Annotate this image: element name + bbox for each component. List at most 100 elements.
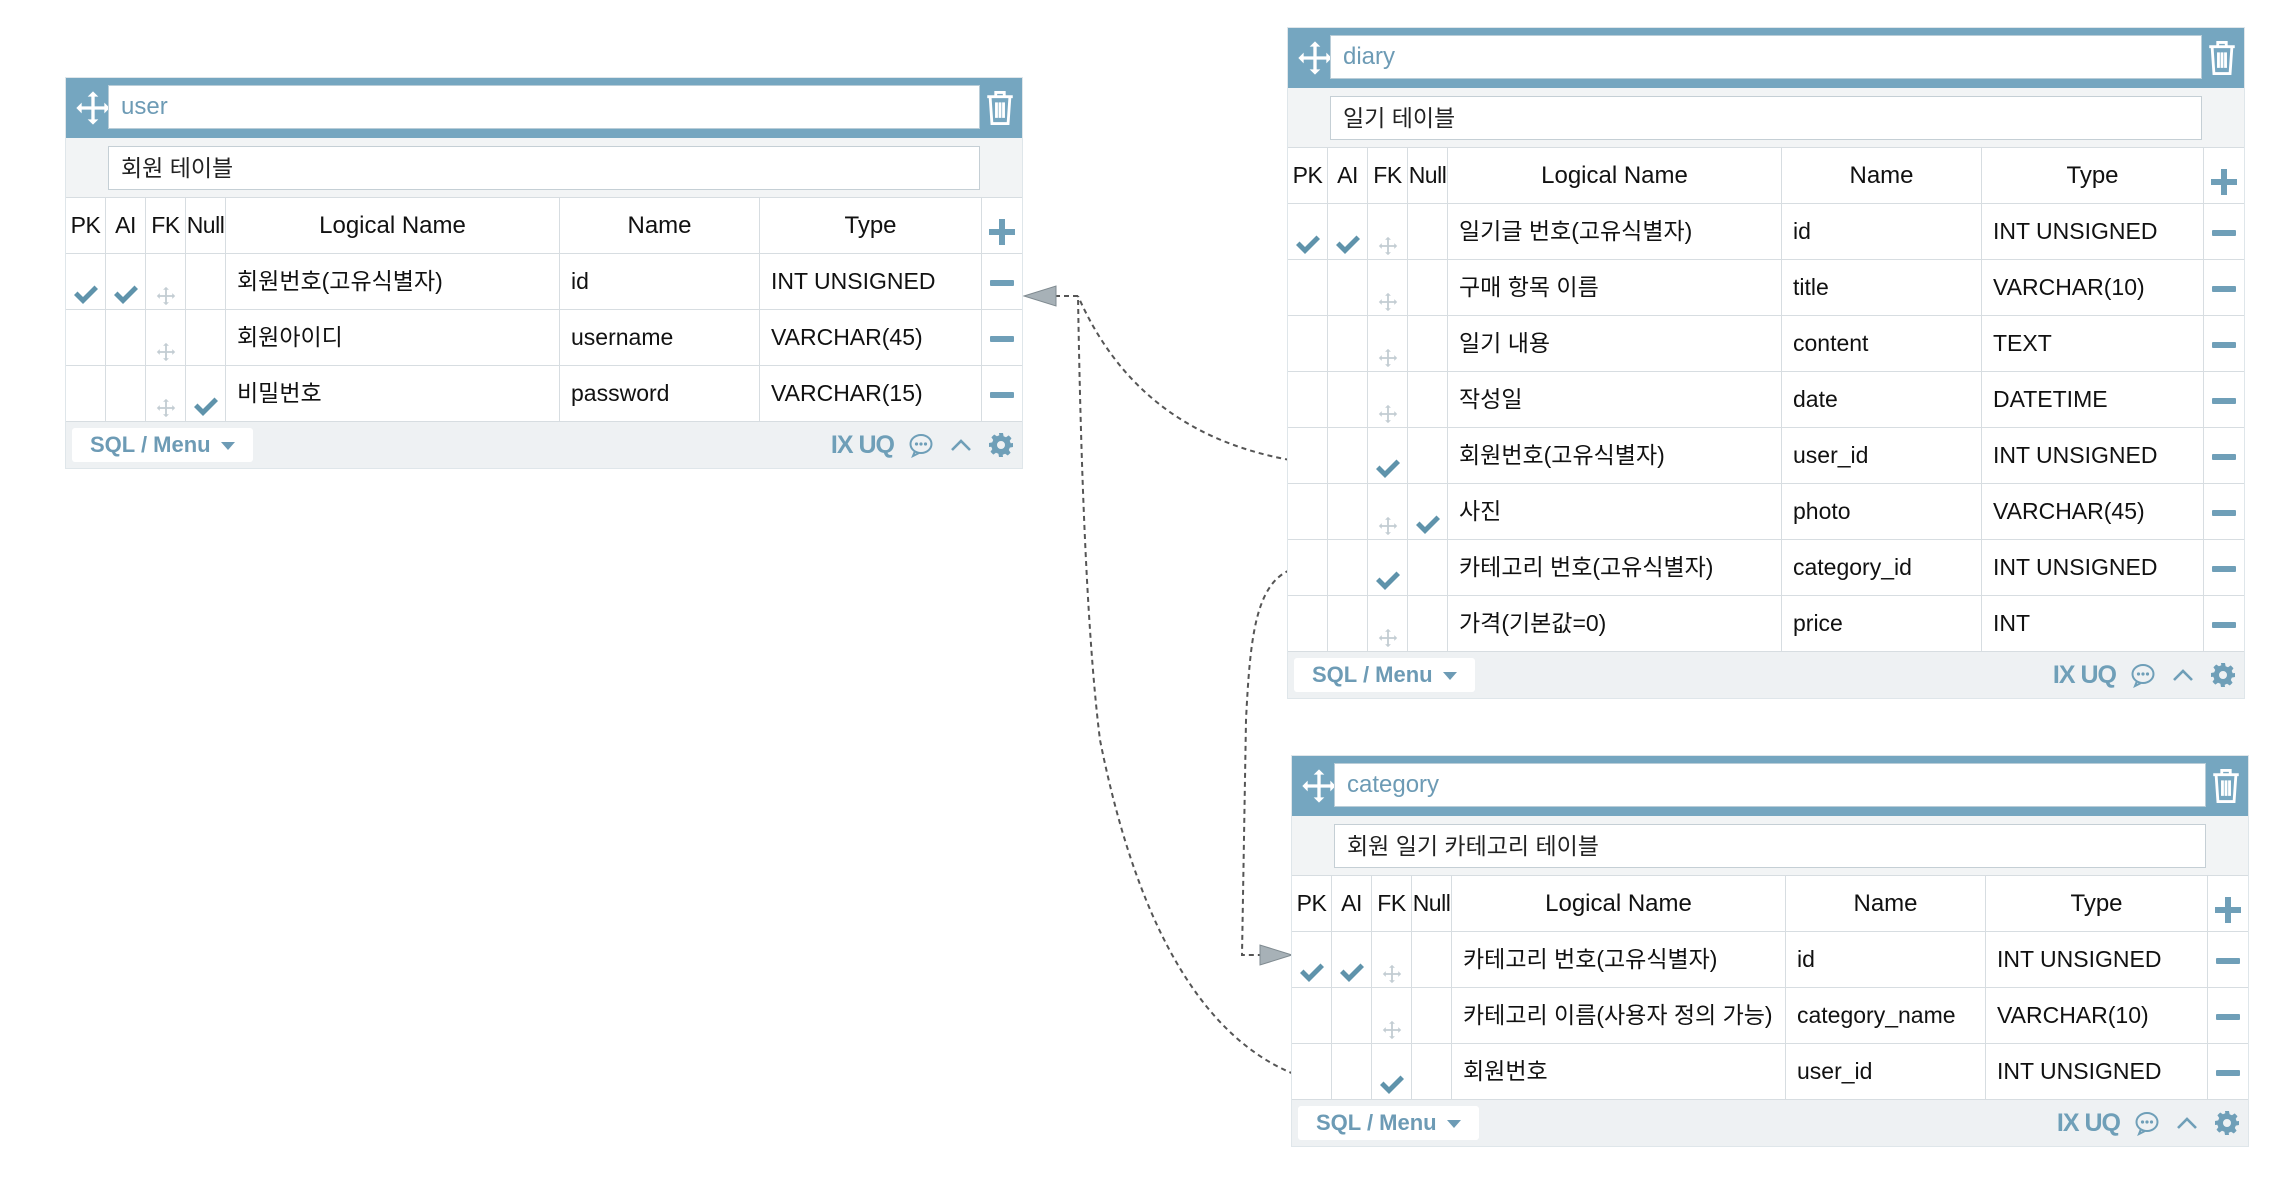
ai-cell[interactable] <box>1328 204 1368 259</box>
remove-column-icon[interactable] <box>990 279 1014 286</box>
table-name-input[interactable]: user <box>108 85 980 129</box>
logical-name-cell[interactable]: 일기 내용 <box>1448 316 1782 371</box>
null-cell[interactable] <box>1408 596 1448 651</box>
fk-cell[interactable] <box>1372 988 1412 1043</box>
type-cell[interactable]: VARCHAR(10) <box>1982 260 2204 315</box>
table-comment-input[interactable]: 회원 테이블 <box>108 146 980 190</box>
pk-cell[interactable] <box>1288 540 1328 595</box>
null-cell[interactable] <box>186 254 226 309</box>
remove-column-icon[interactable] <box>2212 509 2236 516</box>
fk-handle-icon[interactable] <box>1377 278 1399 312</box>
fk-cell[interactable] <box>146 310 186 365</box>
ai-cell[interactable] <box>1332 1044 1372 1099</box>
name-cell[interactable]: price <box>1782 596 1982 651</box>
chevron-up-icon[interactable] <box>2170 662 2196 688</box>
ai-cell[interactable] <box>1332 932 1372 987</box>
pk-cell[interactable] <box>1288 484 1328 539</box>
pk-cell[interactable] <box>1288 260 1328 315</box>
trash-icon[interactable] <box>983 88 1017 128</box>
logical-name-cell[interactable]: 회원아이디 <box>226 310 560 365</box>
table-comment-input[interactable]: 일기 테이블 <box>1330 96 2202 140</box>
move-icon[interactable] <box>1295 38 1335 78</box>
fk-handle-icon[interactable] <box>1381 950 1403 984</box>
type-cell[interactable]: INT UNSIGNED <box>760 254 982 309</box>
logical-name-cell[interactable]: 비밀번호 <box>226 366 560 421</box>
type-cell[interactable]: INT UNSIGNED <box>1982 540 2204 595</box>
gear-icon[interactable] <box>988 432 1014 458</box>
unique-button[interactable]: UQ <box>858 430 895 459</box>
chevron-up-icon[interactable] <box>2174 1110 2200 1136</box>
fk-handle-icon[interactable] <box>1377 502 1399 536</box>
null-cell[interactable] <box>1408 428 1448 483</box>
type-cell[interactable]: INT UNSIGNED <box>1986 1044 2208 1099</box>
pk-cell[interactable] <box>66 366 106 421</box>
sql-menu-button[interactable]: SQL / Menu <box>1298 1106 1479 1140</box>
logical-name-cell[interactable]: 카테고리 번호(고유식별자) <box>1448 540 1782 595</box>
name-cell[interactable]: id <box>1782 204 1982 259</box>
pk-cell[interactable] <box>1288 372 1328 427</box>
gear-icon[interactable] <box>2214 1110 2240 1136</box>
null-cell[interactable] <box>1412 988 1452 1043</box>
logical-name-cell[interactable]: 회원번호 <box>1452 1044 1786 1099</box>
name-cell[interactable]: user_id <box>1786 1044 1986 1099</box>
pk-cell[interactable] <box>66 254 106 309</box>
logical-name-cell[interactable]: 카테고리 이름(사용자 정의 가능) <box>1452 988 1786 1043</box>
fk-handle-icon[interactable] <box>1377 390 1399 424</box>
name-cell[interactable]: username <box>560 310 760 365</box>
name-cell[interactable]: title <box>1782 260 1982 315</box>
gear-icon[interactable] <box>2210 662 2236 688</box>
logical-name-cell[interactable]: 사진 <box>1448 484 1782 539</box>
remove-column-icon[interactable] <box>990 391 1014 398</box>
pk-cell[interactable] <box>1292 988 1332 1043</box>
table-comment-input[interactable]: 회원 일기 카테고리 테이블 <box>1334 824 2206 868</box>
add-column-icon[interactable] <box>2213 890 2243 923</box>
null-cell[interactable] <box>186 310 226 365</box>
fk-cell[interactable] <box>1372 932 1412 987</box>
type-cell[interactable]: VARCHAR(45) <box>760 310 982 365</box>
type-cell[interactable]: VARCHAR(10) <box>1986 988 2208 1043</box>
ai-cell[interactable] <box>106 254 146 309</box>
null-cell[interactable] <box>1412 1044 1452 1099</box>
fk-handle-icon[interactable] <box>1377 222 1399 256</box>
fk-cell[interactable] <box>1368 540 1408 595</box>
fk-handle-icon[interactable] <box>155 384 177 418</box>
ai-cell[interactable] <box>1328 372 1368 427</box>
null-cell[interactable] <box>1408 372 1448 427</box>
name-cell[interactable]: password <box>560 366 760 421</box>
fk-cell[interactable] <box>1372 1044 1412 1099</box>
fk-handle-icon[interactable] <box>155 328 177 362</box>
ai-cell[interactable] <box>106 366 146 421</box>
fk-handle-icon[interactable] <box>1377 334 1399 368</box>
fk-handle-icon[interactable] <box>155 272 177 306</box>
null-cell[interactable] <box>186 366 226 421</box>
logical-name-cell[interactable]: 가격(기본값=0) <box>1448 596 1782 651</box>
fk-cell[interactable] <box>1368 316 1408 371</box>
unique-button[interactable]: UQ <box>2080 660 2117 689</box>
pk-cell[interactable] <box>1288 204 1328 259</box>
add-column-icon[interactable] <box>987 212 1017 245</box>
ai-cell[interactable] <box>1332 988 1372 1043</box>
index-button[interactable]: IX <box>830 430 854 459</box>
logical-name-cell[interactable]: 카테고리 번호(고유식별자) <box>1452 932 1786 987</box>
name-cell[interactable]: content <box>1782 316 1982 371</box>
fk-cell[interactable] <box>1368 596 1408 651</box>
remove-column-icon[interactable] <box>2212 397 2236 404</box>
remove-column-icon[interactable] <box>2212 621 2236 628</box>
index-button[interactable]: IX <box>2056 1108 2080 1137</box>
pk-cell[interactable] <box>1288 596 1328 651</box>
null-cell[interactable] <box>1408 260 1448 315</box>
pk-cell[interactable] <box>1292 932 1332 987</box>
type-cell[interactable]: TEXT <box>1982 316 2204 371</box>
fk-cell[interactable] <box>1368 484 1408 539</box>
index-button[interactable]: IX <box>2052 660 2076 689</box>
name-cell[interactable]: id <box>560 254 760 309</box>
null-cell[interactable] <box>1412 932 1452 987</box>
table-name-input[interactable]: diary <box>1330 35 2202 79</box>
type-cell[interactable]: INT <box>1982 596 2204 651</box>
remove-column-icon[interactable] <box>990 335 1014 342</box>
ai-cell[interactable] <box>1328 428 1368 483</box>
name-cell[interactable]: date <box>1782 372 1982 427</box>
trash-icon[interactable] <box>2205 38 2239 78</box>
fk-cell[interactable] <box>146 366 186 421</box>
ai-cell[interactable] <box>1328 540 1368 595</box>
